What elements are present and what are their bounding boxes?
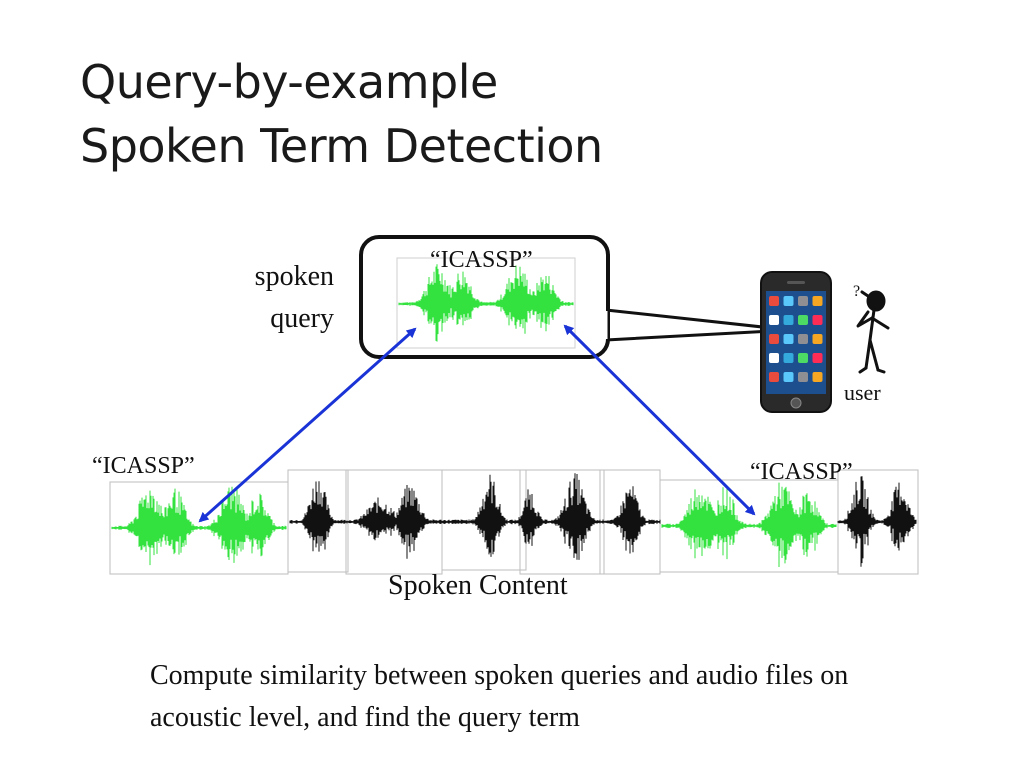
slide-title: Query-by-example Spoken Term Detection xyxy=(80,50,603,178)
user-question-mark: ? xyxy=(853,283,861,300)
match-arrow-left xyxy=(198,327,417,523)
matched-waveform-right xyxy=(661,482,837,567)
smartphone-icon xyxy=(760,271,832,413)
match-arrow-right xyxy=(563,324,756,516)
title-line-2: Spoken Term Detection xyxy=(80,119,603,173)
user-figure-icon xyxy=(856,290,890,374)
match-right-term-label: “ICASSP” xyxy=(750,459,853,485)
user-label: user xyxy=(844,380,881,405)
matched-waveform-left xyxy=(111,486,287,566)
title-line-1: Query-by-example xyxy=(80,55,498,109)
query-term-label: “ICASSP” xyxy=(430,247,533,273)
slide-caption: Compute similarity between spoken querie… xyxy=(150,660,849,733)
match-left-term-label: “ICASSP” xyxy=(92,453,195,479)
spoken-query-label-line-1: spoken xyxy=(254,261,334,292)
query-waveform xyxy=(398,264,574,342)
spoken-content-label: Spoken Content xyxy=(388,570,568,601)
